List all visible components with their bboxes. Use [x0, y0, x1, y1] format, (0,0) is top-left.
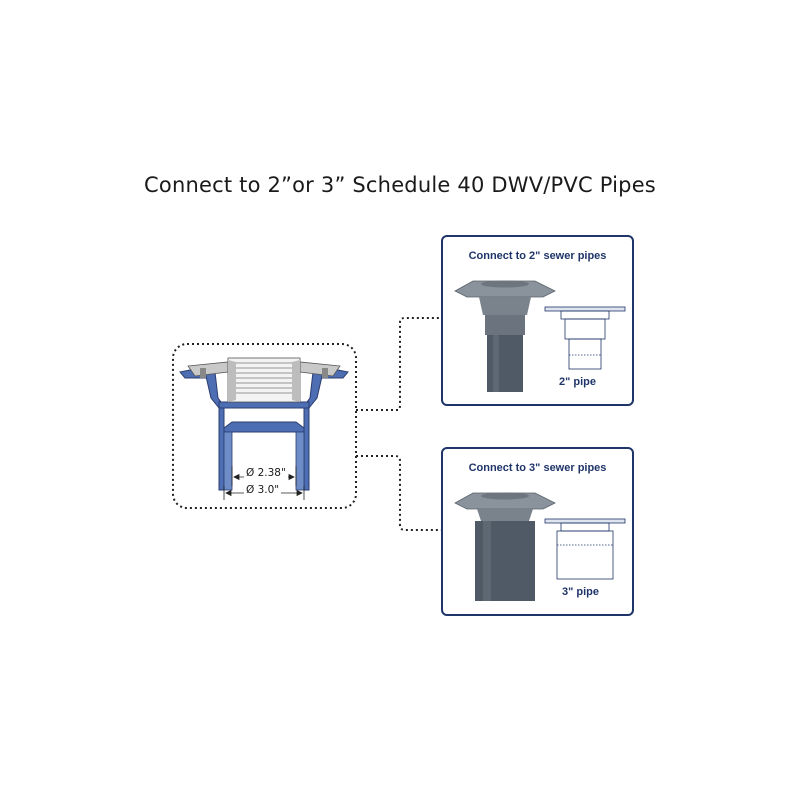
pipe-label: 3" pipe — [562, 586, 600, 598]
panel-2-inch: Connect to 2" sewer pipes 2" pipe — [441, 235, 634, 406]
panel-title: Connect to 2" sewer pipes — [468, 250, 607, 262]
connector-bottom — [356, 455, 441, 531]
threaded-insert — [187, 357, 341, 403]
pipe-label: 2" pipe — [559, 376, 597, 388]
page-title: Connect to 2”or 3” Schedule 40 DWV/PVC P… — [144, 173, 656, 197]
panel-title: Connect to 3" sewer pipes — [468, 462, 607, 474]
drain-2-inch-illustration — [454, 280, 626, 392]
outer-diameter-label: Ø 3.0" — [244, 484, 282, 496]
inner-diameter-label: Ø 2.38" — [244, 467, 288, 479]
schematic-2-inch — [544, 306, 626, 370]
drain-body — [179, 366, 349, 491]
schematic-3-inch — [544, 518, 626, 580]
drain-3-inch-illustration — [454, 492, 626, 601]
panel-3-inch: Connect to 3" sewer pipes 3" pipe — [441, 447, 634, 616]
connector-top — [356, 317, 441, 411]
